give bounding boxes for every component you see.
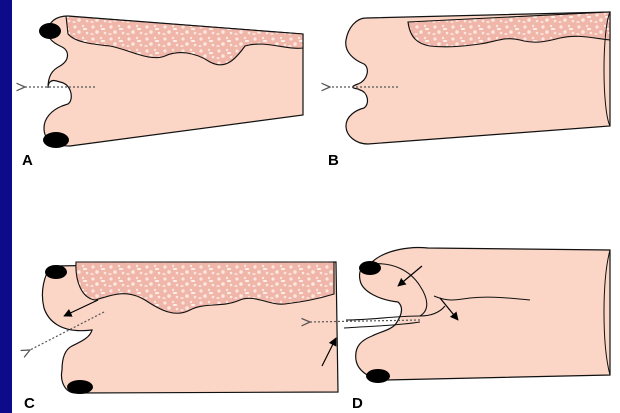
panel-a-node-top: [39, 23, 61, 39]
panel-b: B: [328, 12, 610, 169]
panel-a-node-bottom: [43, 132, 69, 148]
panel-c: C: [24, 262, 338, 412]
panel-a: A: [22, 16, 303, 169]
panel-c-node-bottom: [67, 380, 93, 394]
panel-c-node-top: [45, 265, 67, 279]
panel-d-label: D: [352, 395, 363, 412]
panel-c-label: C: [24, 395, 35, 412]
panel-b-label: B: [328, 152, 339, 169]
panel-d: D: [310, 248, 610, 412]
panel-a-label: A: [22, 152, 33, 169]
panel-d-node-top: [359, 261, 381, 275]
panel-d-tissue: [356, 248, 610, 380]
panel-d-node-bottom: [366, 369, 390, 383]
